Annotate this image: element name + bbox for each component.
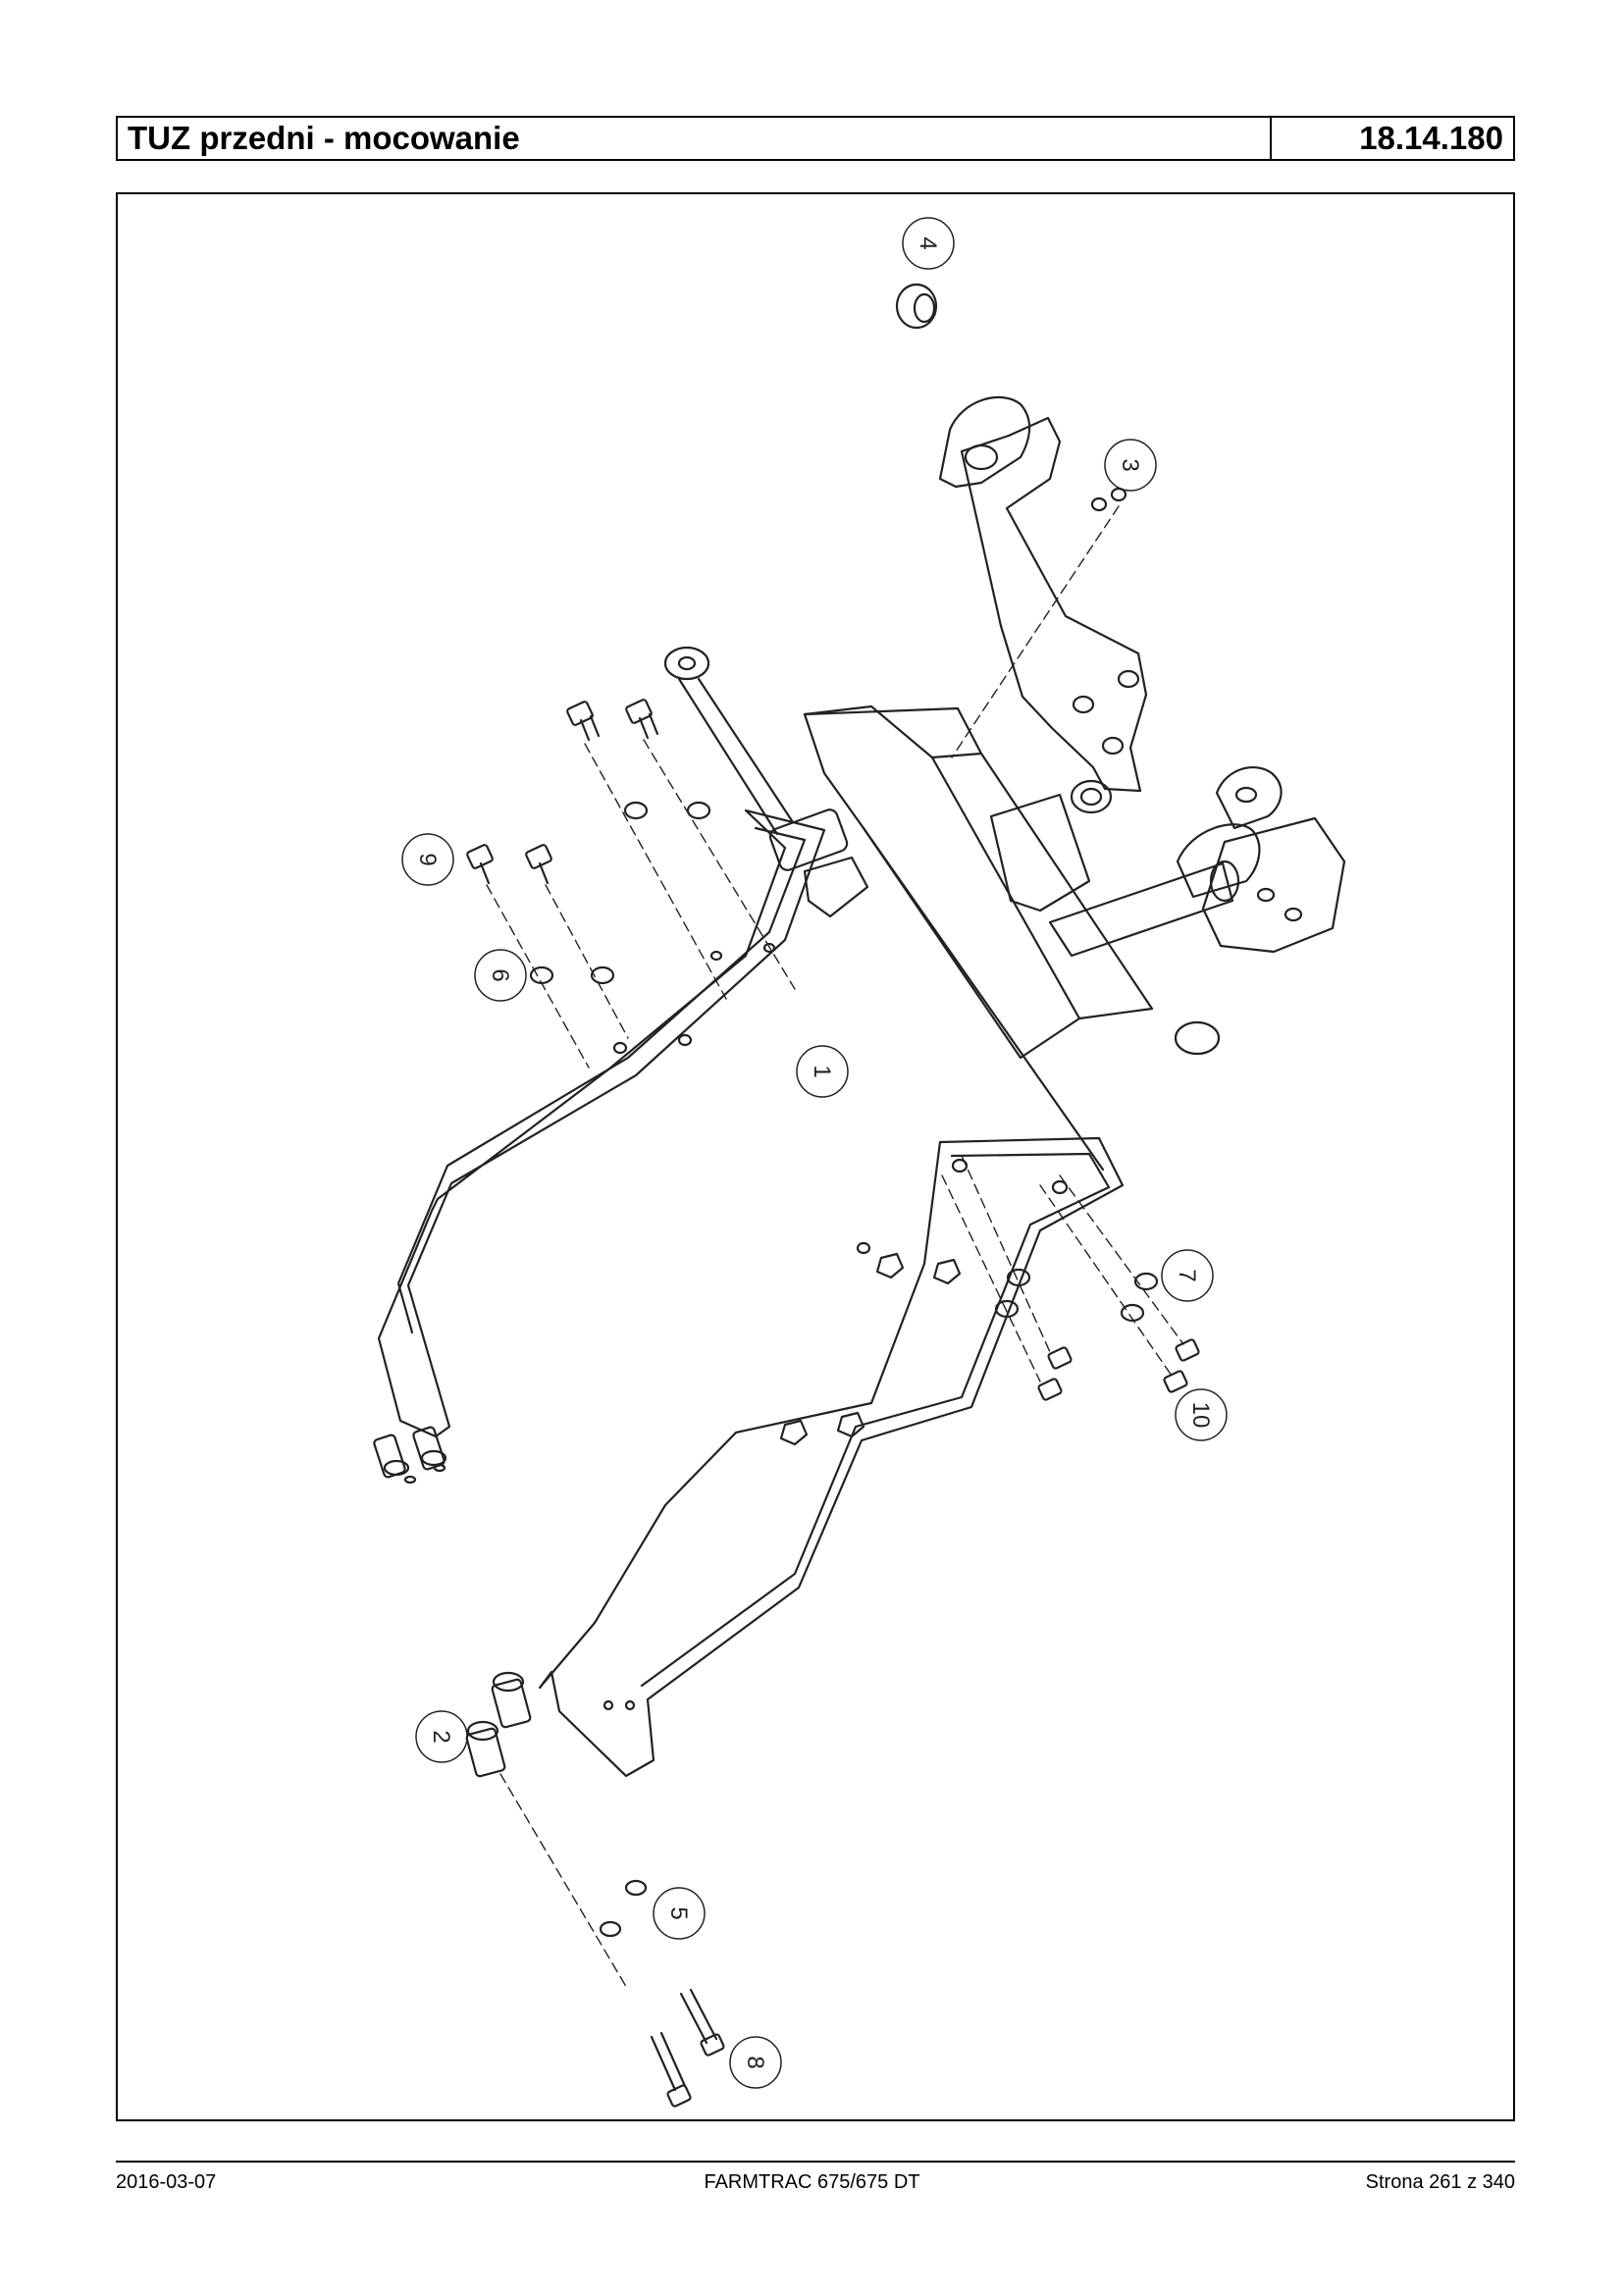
callout-7: [1161, 1249, 1214, 1302]
callout-label-8: 8: [742, 2056, 768, 2068]
callout-8: [729, 2036, 782, 2089]
lower-crosspipe: [989, 793, 1240, 958]
top-link-rod: [663, 646, 869, 918]
right-lift-hook: [1174, 765, 1346, 1056]
top-arm-holes: [1070, 669, 1140, 814]
exploded-parts-drawing: 1 2 3 4 5 6 7 8 9 10: [373, 217, 1346, 2108]
main-cross-beam-top: [803, 706, 983, 759]
callout-label-4: 4: [915, 236, 941, 249]
callout-9: [401, 833, 454, 886]
callout-label-7: 7: [1174, 1269, 1200, 1281]
callout-2: [415, 1710, 468, 1763]
drawing-frame: 1 2 3 4 5 6 7 8 9 10: [116, 192, 1515, 2121]
callout-labels: 1 2 3 4 5 6 7 8 9 10: [414, 236, 1214, 2068]
callout-label-1: 1: [809, 1065, 835, 1077]
callout-6: [474, 949, 527, 1002]
callouts: [401, 217, 1228, 2089]
main-cross-beam: [803, 704, 1081, 1060]
callout-3: [1104, 439, 1157, 492]
footer-page-number: Strona 261 z 340: [1365, 2171, 1515, 2193]
bolts-group-6: [466, 844, 629, 1069]
footer-rule: [116, 2161, 1515, 2163]
ball-part-4: [895, 283, 938, 330]
callout-1: [796, 1045, 849, 1098]
page-header: TUZ przedni - mocowanie 18.14.180: [116, 116, 1515, 161]
left-arm-pins: [373, 1426, 447, 1485]
top-lift-hook: [938, 395, 1031, 489]
callout-label-9: 9: [414, 853, 441, 865]
left-frame-arm-inner: [396, 826, 807, 1334]
callout-4: [902, 217, 955, 270]
long-bolts-group-8: [599, 1879, 725, 2108]
callout-5: [653, 1887, 706, 1940]
callout-10: [1175, 1388, 1228, 1441]
left-frame-arm: [377, 808, 826, 1438]
callout-label-10: 10: [1187, 1402, 1214, 1429]
right-frame-arm: [538, 1136, 1125, 1778]
page-title: TUZ przedni - mocowanie: [118, 118, 1272, 159]
section-code: 18.14.180: [1359, 120, 1503, 156]
callout-label-5: 5: [665, 1906, 692, 1919]
right-arm-nuts: [779, 1252, 962, 1446]
footer-model: FARMTRAC 675/675 DT: [704, 2171, 920, 2193]
callout-label-3: 3: [1117, 458, 1143, 471]
bolts-group-9: [566, 699, 796, 1000]
top-lift-arm: [960, 416, 1148, 793]
main-cross-beam-front: [979, 752, 1154, 1020]
callout-label-2: 2: [428, 1730, 454, 1743]
right-arm-holes: [602, 1158, 1069, 1711]
callout-label-6: 6: [487, 968, 513, 981]
left-arm-holes: [612, 942, 776, 1055]
bolts-group-10: [941, 1155, 1200, 1401]
bushings-group-2: [465, 1671, 629, 1991]
footer-date: 2016-03-07: [116, 2171, 217, 2193]
pin-part-3: [951, 487, 1127, 758]
